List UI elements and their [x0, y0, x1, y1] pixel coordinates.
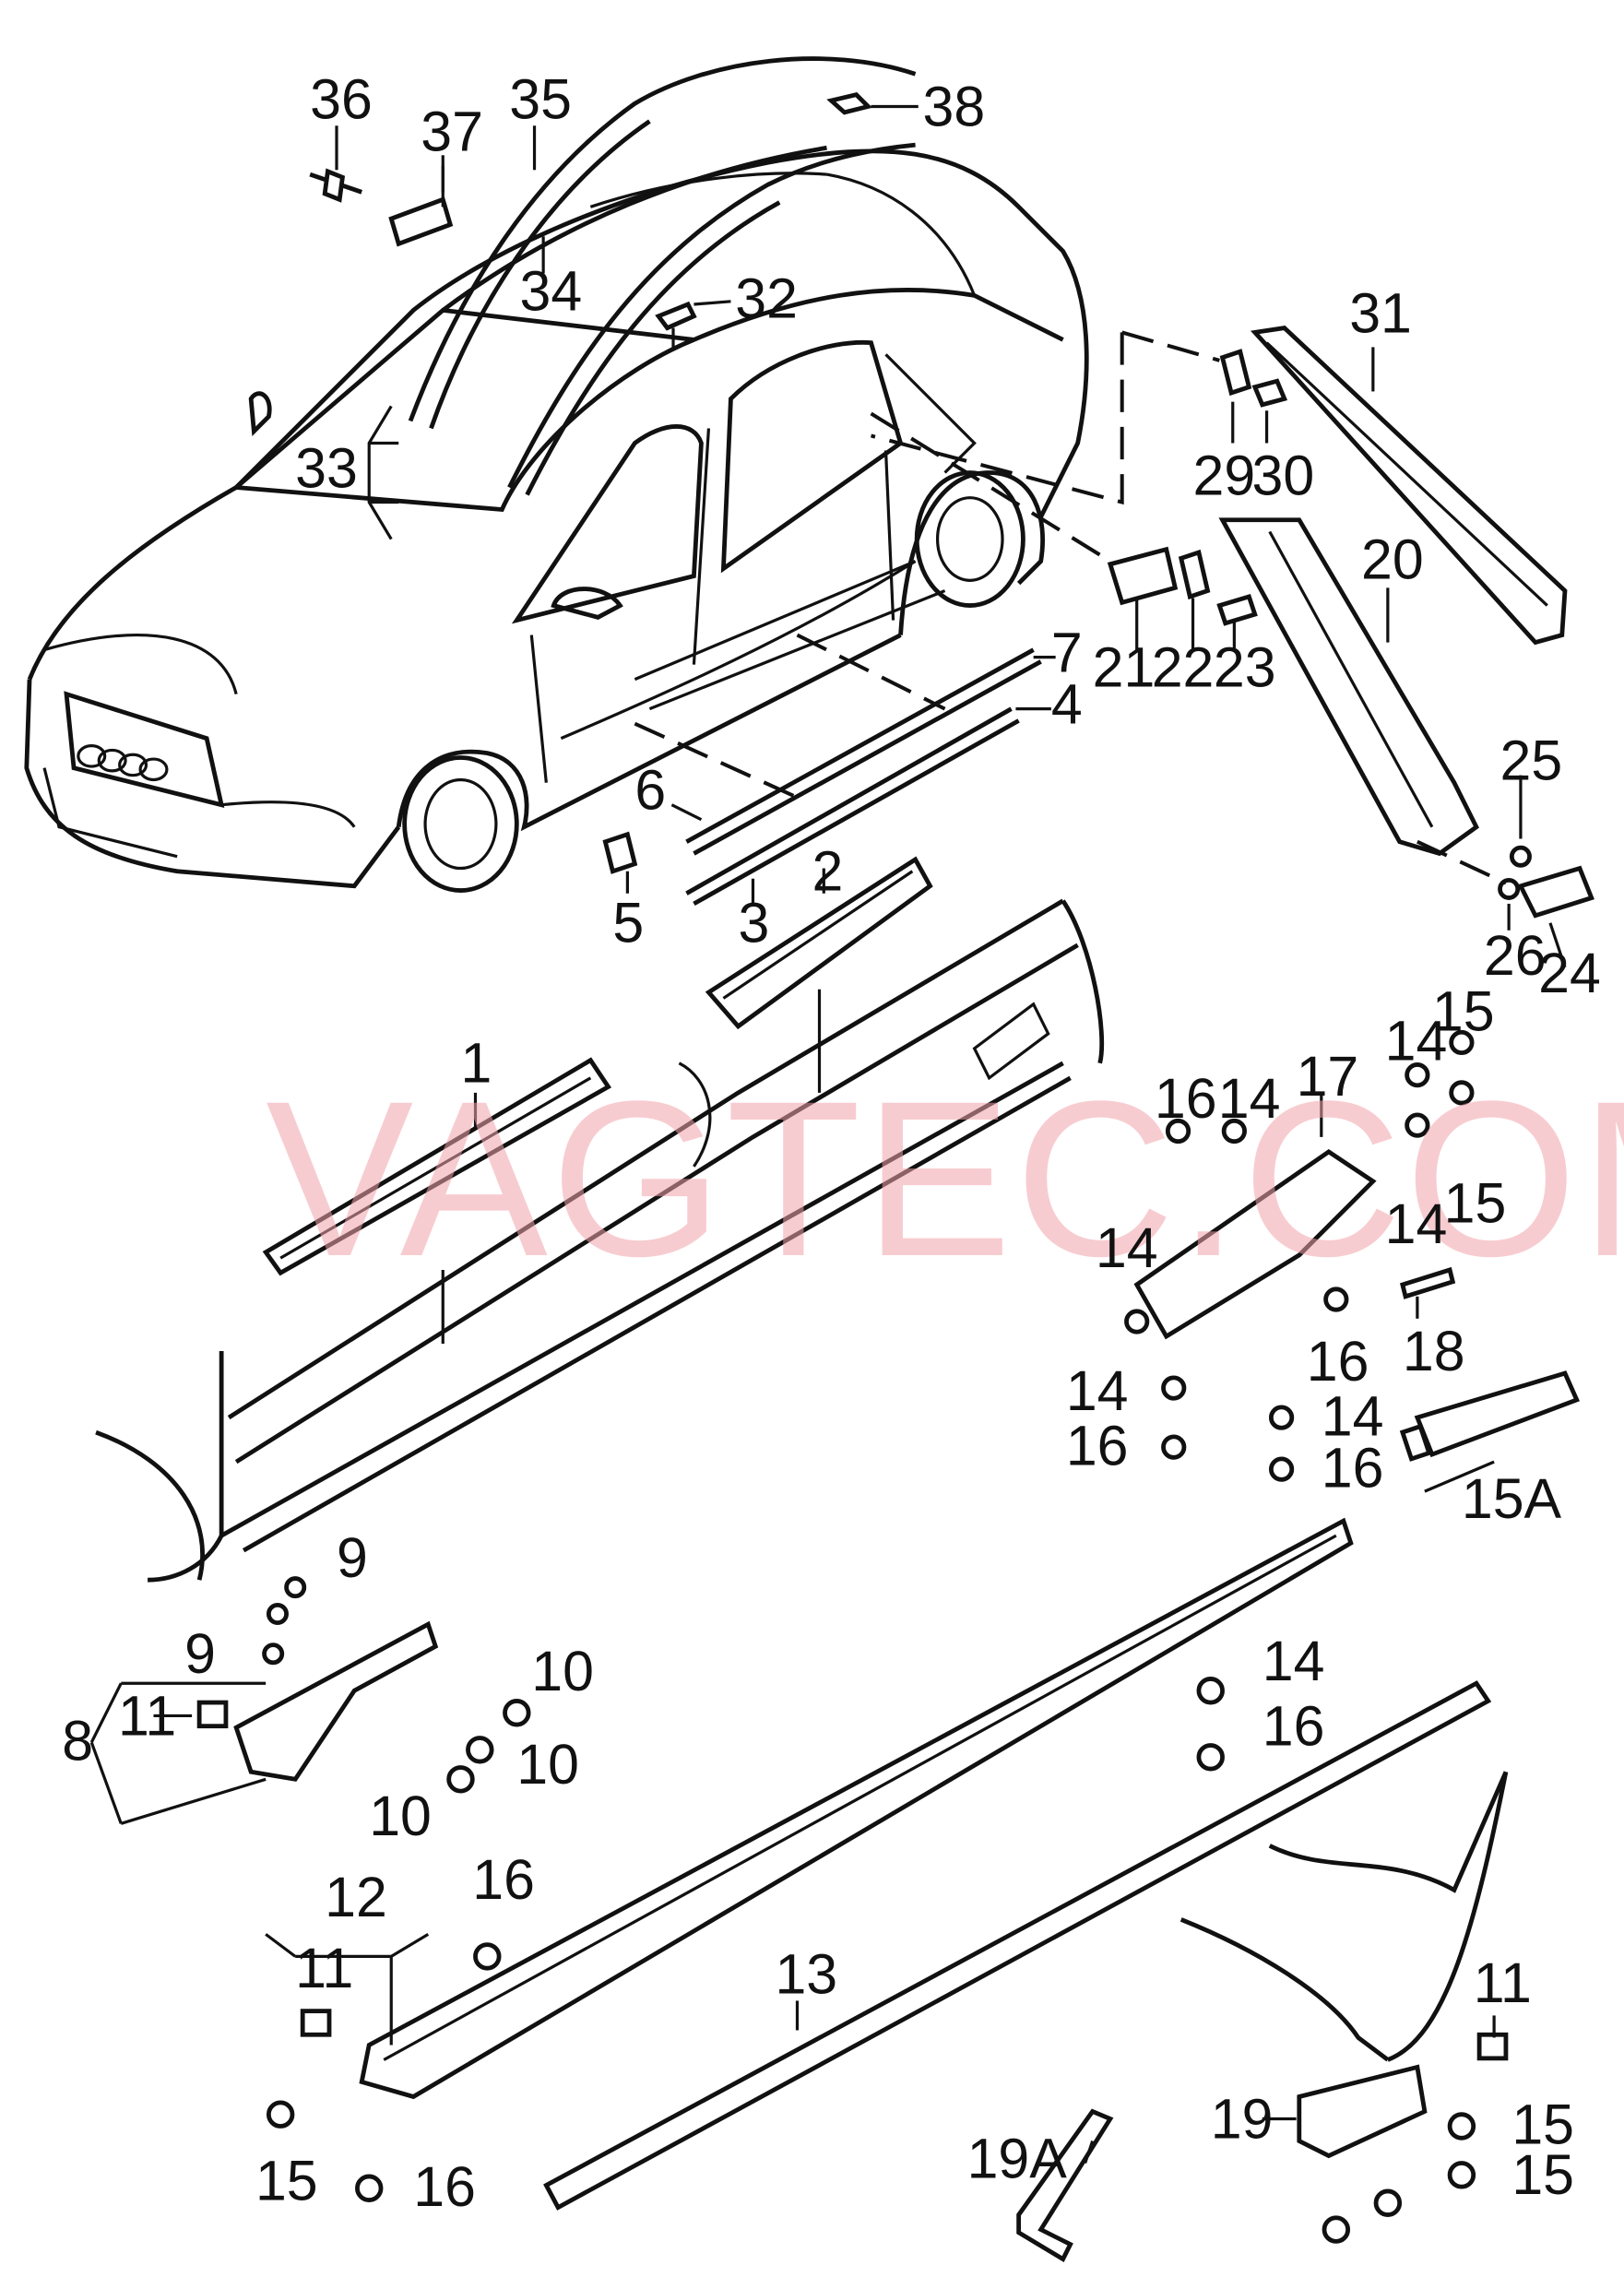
label-15-b: 15 — [1444, 1172, 1507, 1235]
label-14-g: 14 — [1262, 1630, 1325, 1692]
label-30: 30 — [1252, 445, 1315, 507]
label-15-a: 15 — [1432, 980, 1495, 1043]
label-9-a: 9 — [337, 1526, 368, 1589]
label-2: 2 — [812, 840, 844, 903]
label-6: 6 — [634, 758, 666, 821]
label-18: 18 — [1403, 1320, 1465, 1382]
label-35: 35 — [509, 67, 572, 130]
label-25: 25 — [1500, 729, 1563, 791]
car-illustration — [24, 145, 1089, 893]
label-4: 4 — [1051, 673, 1083, 736]
label-1: 1 — [460, 1032, 492, 1095]
label-11-a: 11 — [118, 1684, 176, 1747]
label-23: 23 — [1214, 636, 1276, 699]
label-15-e: 15 — [255, 2150, 318, 2212]
label-26: 26 — [1484, 924, 1547, 987]
label-33: 33 — [295, 436, 358, 499]
label-38: 38 — [923, 75, 986, 137]
label-24: 24 — [1538, 942, 1601, 1004]
label-16-a: 16 — [1155, 1067, 1217, 1130]
label-10-a: 10 — [531, 1640, 594, 1702]
bracket-33 — [367, 405, 399, 540]
label-10-b: 10 — [516, 1733, 579, 1796]
label-34: 34 — [520, 259, 583, 322]
label-31: 31 — [1349, 281, 1412, 344]
label-20: 20 — [1361, 528, 1424, 591]
label-7: 7 — [1051, 622, 1083, 684]
label-15-d: 15 — [1511, 2143, 1574, 2206]
callout-labels: 36 37 35 38 34 32 33 31 29 30 20 21 22 2… — [62, 67, 1601, 2277]
label-32: 32 — [735, 267, 798, 329]
label-15A: 15A — [1462, 1467, 1562, 1530]
label-10-c: 10 — [369, 1785, 432, 1847]
lower-body-illustration — [95, 898, 1580, 2262]
scuff-plate-parts — [262, 856, 933, 1276]
label-19A: 19A — [967, 2128, 1068, 2190]
label-14-b: 14 — [1218, 1067, 1281, 1130]
label-14-d: 14 — [1096, 1216, 1158, 1279]
label-16-d: 16 — [1322, 1436, 1384, 1499]
label-3: 3 — [738, 892, 769, 955]
label-14-a: 14 — [1385, 1010, 1448, 1073]
fasteners — [262, 1029, 1476, 2244]
label-8: 8 — [62, 1709, 93, 1772]
label-17: 17 — [1297, 1045, 1359, 1108]
label-29: 29 — [1193, 445, 1256, 507]
watermark-text: VAGTEC.COM.UA — [266, 1055, 1624, 1302]
label-21: 21 — [1093, 636, 1156, 699]
label-13: 13 — [775, 1942, 837, 2005]
label-37: 37 — [421, 100, 483, 162]
label-16-g: 16 — [413, 2155, 476, 2218]
label-15-f: 15 — [1199, 2268, 1262, 2277]
label-16-b: 16 — [1307, 1330, 1369, 1393]
label-16-c: 16 — [1066, 1414, 1129, 1476]
label-19: 19 — [1211, 2087, 1274, 2150]
pillar-trim-parts — [870, 326, 1594, 919]
roof-moulding-parts — [309, 56, 917, 496]
sill-strip-parts — [602, 633, 1042, 907]
label-14-c: 14 — [1385, 1192, 1448, 1255]
label-14-f: 14 — [1322, 1384, 1384, 1447]
label-11-b: 11 — [295, 1937, 353, 1999]
label-16-f: 16 — [472, 1848, 535, 1911]
label-22: 22 — [1152, 636, 1215, 699]
label-36: 36 — [310, 67, 373, 130]
label-14-e: 14 — [1066, 1359, 1129, 1422]
label-5: 5 — [612, 892, 644, 955]
label-16-e: 16 — [1262, 1694, 1325, 1757]
leader-lines — [89, 104, 1567, 2164]
label-9-b: 9 — [184, 1622, 216, 1685]
label-15-c: 15 — [1511, 2093, 1574, 2156]
label-12: 12 — [325, 1866, 387, 1928]
label-11-c: 11 — [1474, 1951, 1532, 2014]
